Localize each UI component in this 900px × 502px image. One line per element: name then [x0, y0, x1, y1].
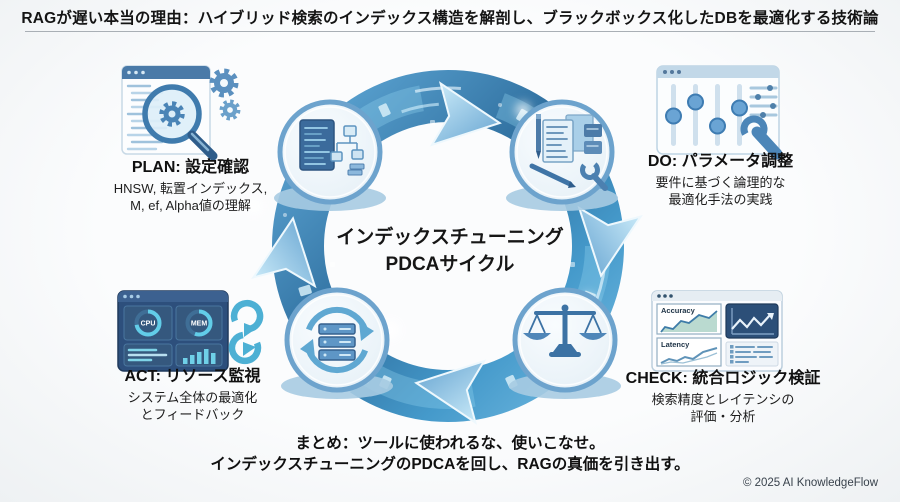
plan-line2: M, ef, Alpha値の理解 [130, 198, 251, 213]
copyright-text: © 2025 AI KnowledgeFlow [742, 477, 878, 489]
sliders-wrench-window-icon [656, 65, 783, 160]
magnifier-gears-window-icon [121, 65, 241, 161]
act-cycle-node [284, 287, 390, 393]
cpu-gauge-label: CPU [141, 321, 156, 328]
cycle-center-label: インデックスチューニング PDCAサイクル [290, 224, 610, 278]
accuracy-chart-label: Accuracy [661, 306, 696, 315]
gear-small-icon [219, 99, 241, 121]
plan-quadrant: PLAN: 設定確認 HNSW, 転置インデックス, M, ef, Alpha値… [88, 158, 293, 214]
mem-gauge-label: MEM [191, 321, 208, 328]
gear-icon [209, 68, 239, 98]
refresh-arrows-icon [228, 299, 264, 365]
plan-line1: HNSW, 転置インデックス, [113, 181, 268, 196]
code-flowchart-icon [299, 119, 365, 176]
do-cycle-node [509, 99, 615, 205]
cycle-center-line1: インデックスチューニング [336, 227, 564, 248]
check-quadrant: CHECK: 統合ロジック検証 検索精度とレイテンシの 評価・分析 [608, 369, 838, 425]
act-heading: ACT: リソース監視 [124, 368, 261, 385]
documents-tools-icon [529, 114, 608, 191]
balance-scale-icon [523, 304, 607, 357]
check-line1: 検索精度とレイテンシの [651, 392, 795, 407]
act-line1: システム全体の最適化 [127, 390, 258, 405]
summary-text: まとめ：ツールに使われるな、使いこなせ。 インデックスチューニングのPDCAを回… [0, 433, 900, 475]
do-quadrant: DO: パラメータ調整 要件に基づく論理的な 最適化手法の実践 [618, 152, 823, 208]
do-heading: DO: パラメータ調整 [647, 153, 794, 170]
plan-cycle-node [277, 99, 383, 205]
magnifier-gear-icon [142, 84, 218, 161]
cycle-center-line2: PDCAサイクル [385, 254, 515, 275]
plan-heading: PLAN: 設定確認 [131, 159, 250, 176]
title-divider [25, 31, 875, 32]
latency-chart-label: Latency [661, 340, 690, 349]
charts-window-icon: Accuracy Latency [651, 290, 783, 372]
summary-line2: インデックスチューニングのPDCAを回し、RAGの真価を引き出す。 [210, 456, 690, 473]
summary-line1: まとめ：ツールに使われるな、使いこなせ。 [295, 435, 605, 452]
do-line2: 最適化手法の実践 [668, 192, 773, 207]
monitoring-dashboard-refresh-icon: CPU MEM [117, 290, 264, 372]
do-line1: 要件に基づく論理的な [655, 175, 786, 190]
refresh-servers-icon [300, 307, 374, 373]
check-line2: 評価・分析 [690, 409, 756, 424]
check-heading: CHECK: 統合ロジック検証 [625, 370, 821, 387]
act-quadrant: ACT: リソース監視 システム全体の最適化 とフィードバック [90, 367, 295, 423]
check-cycle-node [512, 287, 618, 393]
wrench-icon [740, 115, 783, 160]
page-title: RAGが遅い本当の理由：ハイブリッド検索のインデックス構造を解剖し、ブラックボッ… [21, 10, 879, 27]
act-line2: とフィードバック [140, 407, 245, 422]
